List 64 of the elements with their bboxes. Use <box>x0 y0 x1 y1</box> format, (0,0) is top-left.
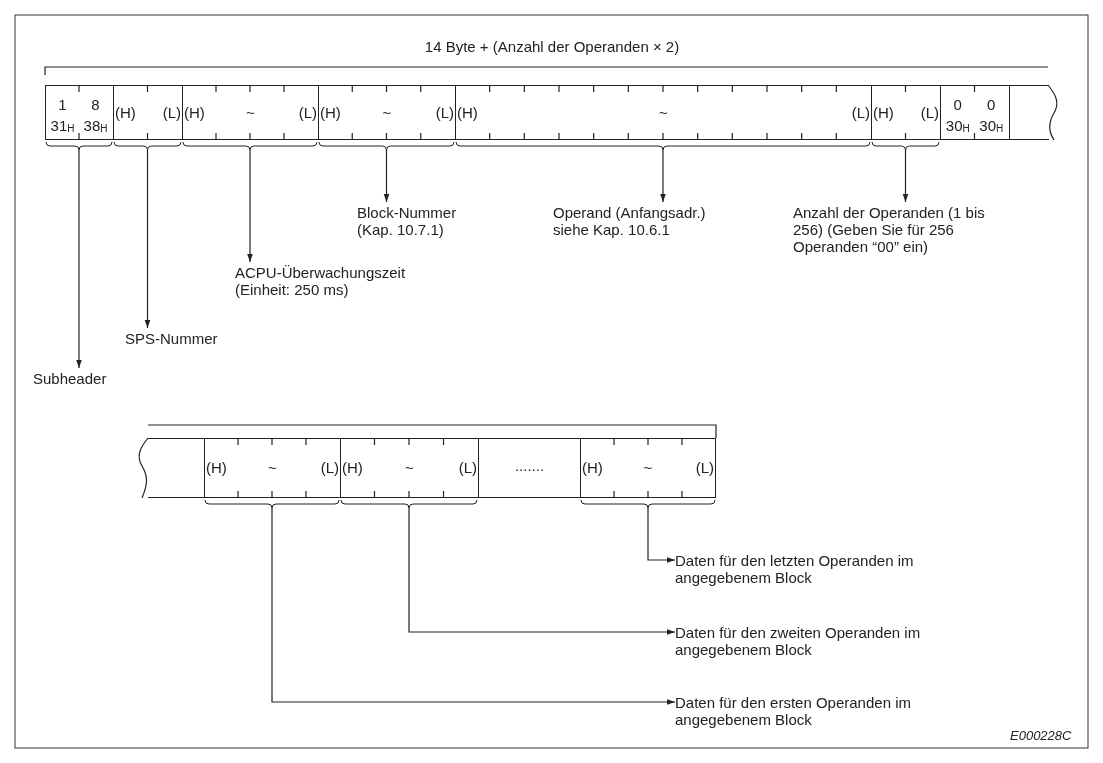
byte-label: (H) <box>184 103 205 121</box>
callout-text: Daten für den ersten Operanden im angegebenem Block <box>675 694 1005 734</box>
byte-label: (L) <box>320 459 339 476</box>
byte-label: (H) <box>115 103 136 121</box>
arrow <box>76 149 82 369</box>
arrow <box>271 507 676 705</box>
callout-text: Daten für den letzten Operanden im angegebenem Block <box>675 552 1005 592</box>
byte-label: (L) <box>435 103 454 121</box>
byte-label: (L) <box>458 459 477 476</box>
byte-label: (H) <box>873 103 894 121</box>
byte-value: 31$_{H}$ <box>50 117 75 136</box>
data-field <box>318 85 455 140</box>
callout-text: SPS-Nummer <box>125 330 235 350</box>
byte-label: (L) <box>695 459 714 476</box>
data-field <box>45 85 113 140</box>
byte-label: (H) <box>457 103 478 121</box>
data-field <box>580 438 716 498</box>
break-field <box>148 438 204 498</box>
byte-value: 0 <box>953 96 962 113</box>
data-field <box>113 85 182 140</box>
byte-label: (H) <box>342 459 363 476</box>
byte-label: ~ <box>268 459 277 476</box>
data-field <box>478 438 580 498</box>
arrow <box>408 507 676 635</box>
byte-value: 38$_{H}$ <box>83 117 108 136</box>
data-field <box>182 85 318 140</box>
byte-value: 1 <box>58 96 67 113</box>
callout-text: Block-Nummer (Kap. 10.7.1) <box>357 204 475 244</box>
byte-value: 0 <box>987 96 996 113</box>
byte-label: ~ <box>643 459 653 476</box>
data-field <box>204 438 340 498</box>
arrow <box>144 149 151 329</box>
byte-label: (L) <box>920 103 939 121</box>
arrow <box>247 149 253 263</box>
byte-value: 30$_{H}$ <box>945 117 970 136</box>
byte-label: ~ <box>405 459 414 476</box>
figure-code: E000228C <box>1010 727 1072 744</box>
byte-label: ~ <box>382 103 392 121</box>
byte-value: 30$_{H}$ <box>979 117 1004 136</box>
data-field <box>871 85 940 140</box>
data-field <box>455 85 871 140</box>
byte-label: (H) <box>582 459 603 476</box>
callout-text: Daten für den zweiten Operanden im angegebenem Block <box>675 624 1005 664</box>
byte-label: (H) <box>206 459 227 476</box>
callout-text: Subheader <box>33 370 123 390</box>
data-field <box>340 438 478 498</box>
byte-value: 8 <box>91 96 100 113</box>
arrow <box>902 149 909 203</box>
dimension-label: 14 Byte + (Anzahl der Operanden × 2) <box>424 38 680 55</box>
arrow <box>647 507 676 563</box>
callout-text: Anzahl der Operanden (1 bis 256) (Geben Sie für 256 Operanden “00” ein) <box>793 204 1011 262</box>
data-field <box>940 85 1009 140</box>
break-field <box>1009 85 1049 140</box>
byte-label: (H) <box>320 103 341 121</box>
byte-label: (L) <box>162 103 181 121</box>
byte-label: ~ <box>246 103 255 121</box>
arrow <box>383 149 390 203</box>
callout-text: Operand (Anfangsadr.) siehe Kap. 10.6.1 <box>553 204 725 244</box>
byte-label: ~ <box>659 103 668 121</box>
arrow <box>660 149 666 203</box>
byte-label: (L) <box>851 103 870 121</box>
byte-label: ....... <box>514 457 545 474</box>
byte-label: (L) <box>298 103 317 121</box>
callout-text: ACPU-Überwachungszeit (Einheit: 250 ms) <box>235 264 435 304</box>
